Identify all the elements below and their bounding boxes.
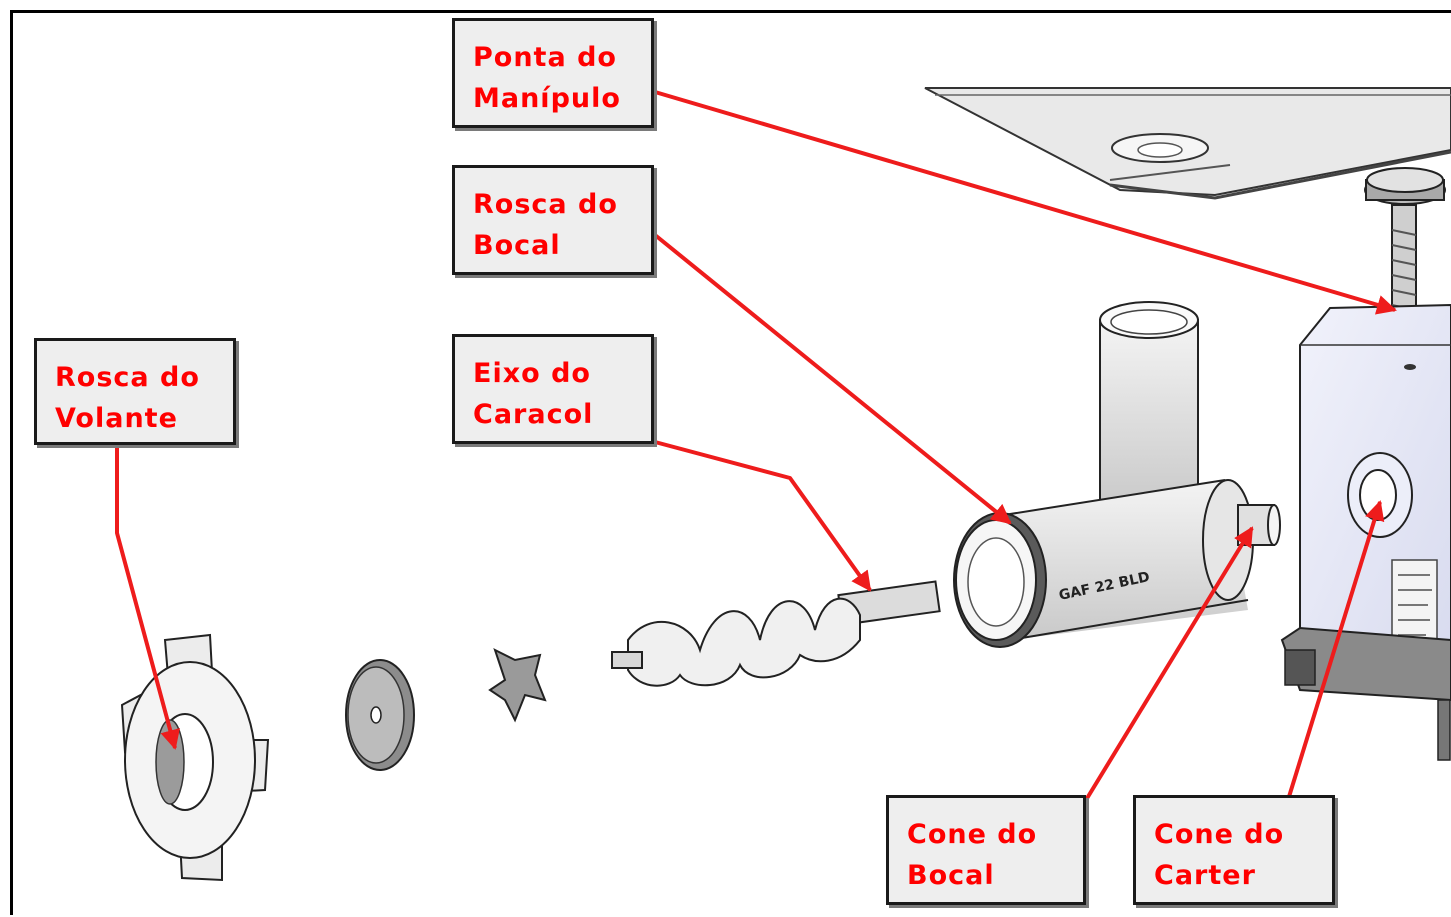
label-line-2: Manípulo xyxy=(473,83,621,114)
label-line-1: Cone do xyxy=(907,819,1038,850)
label-line-1: Eixo do xyxy=(473,358,591,389)
label-eixo-caracol: Eixo do Caracol xyxy=(452,334,654,444)
label-cone-bocal: Cone do Bocal xyxy=(886,795,1086,905)
arrow-cone-bocal xyxy=(1084,526,1254,802)
label-rosca-volante: Rosca do Volante xyxy=(34,338,236,445)
label-line-1: Ponta do xyxy=(473,42,617,73)
label-ponta-manipulo: Ponta do Manípulo xyxy=(452,18,654,128)
arrow-ponta-manipulo xyxy=(654,90,1397,315)
cross-blade xyxy=(488,648,547,723)
label-rosca-bocal: Rosca do Bocal xyxy=(452,165,654,275)
ring-nut xyxy=(120,633,270,882)
label-line-1: Rosca do xyxy=(55,362,200,393)
label-line-2: Bocal xyxy=(473,230,561,261)
label-line-2: Volante xyxy=(55,403,178,434)
motor-housing xyxy=(1280,303,1451,761)
label-line-1: Cone do xyxy=(1154,819,1285,850)
arrow-rosca-bocal xyxy=(653,233,1012,525)
label-line-2: Caracol xyxy=(473,399,594,430)
diagram-frame xyxy=(10,10,1451,915)
label-line-2: Carter xyxy=(1154,860,1256,891)
label-line-1: Rosca do xyxy=(473,189,618,220)
label-line-2: Bocal xyxy=(907,860,995,891)
tray xyxy=(924,87,1451,200)
arrow-eixo-caracol xyxy=(654,440,872,592)
perforated-plate xyxy=(345,659,415,771)
auger xyxy=(611,580,941,687)
label-cone-carter: Cone do Carter xyxy=(1133,795,1335,905)
arrow-cone-carter xyxy=(1286,500,1385,801)
grinder-body: GAF 22 BLD xyxy=(953,301,1281,648)
arrow-rosca-volante xyxy=(115,445,180,750)
